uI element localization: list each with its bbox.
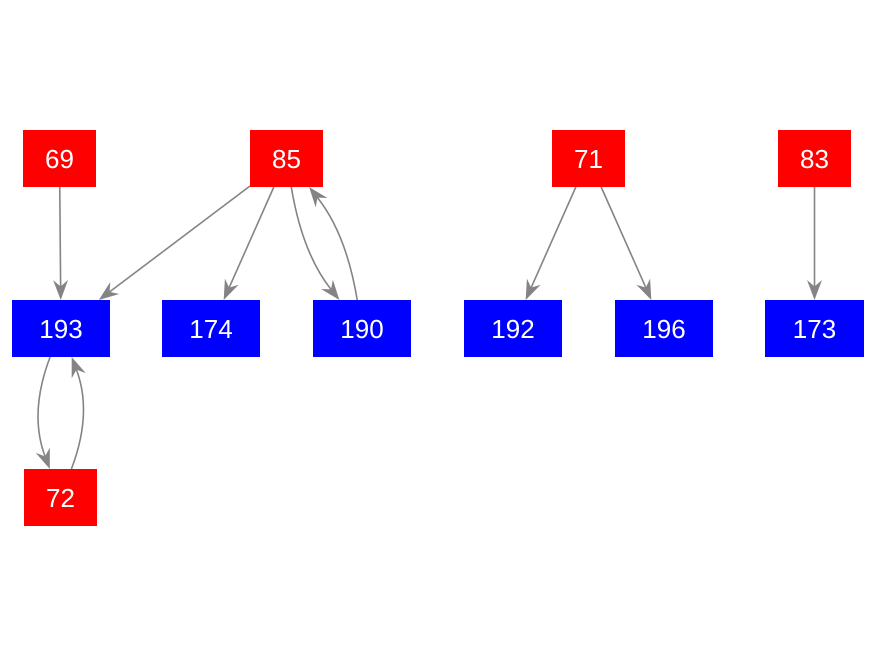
edge-190-85 — [309, 187, 359, 301]
edge-83-173 — [807, 187, 822, 300]
nodes-layer: 69 85 71 83 72 193 174 190 192 196 173 — [12, 130, 864, 526]
edge-line — [109, 185, 251, 293]
node-box[interactable] — [24, 469, 97, 526]
node-190[interactable]: 190 — [313, 300, 411, 357]
node-192[interactable]: 192 — [464, 300, 562, 357]
edge-85-190 — [290, 186, 340, 300]
edges-layer — [35, 185, 822, 470]
edge-69-193 — [53, 186, 69, 300]
arrowhead-icon — [636, 278, 652, 300]
edge-193-72 — [35, 356, 51, 469]
arrowhead-icon — [35, 447, 50, 469]
arrowhead-icon — [807, 280, 822, 300]
arrowhead-icon — [223, 278, 239, 300]
edge-line — [290, 186, 332, 290]
edge-85-174 — [223, 186, 275, 300]
node-box[interactable] — [765, 300, 864, 357]
edge-71-192 — [525, 186, 577, 300]
edge-line — [530, 186, 577, 288]
arrowhead-icon — [98, 281, 120, 300]
node-box[interactable] — [778, 130, 851, 187]
node-box[interactable] — [162, 300, 260, 357]
node-71[interactable]: 71 — [552, 130, 625, 187]
edge-71-196 — [600, 186, 652, 300]
node-72[interactable]: 72 — [24, 469, 97, 526]
edge-85-193 — [98, 185, 251, 300]
node-box[interactable] — [313, 300, 411, 357]
arrowhead-icon — [309, 187, 328, 208]
node-83[interactable]: 83 — [778, 130, 851, 187]
node-box[interactable] — [250, 130, 323, 187]
node-174[interactable]: 174 — [162, 300, 260, 357]
node-box[interactable] — [23, 130, 96, 187]
arrowhead-icon — [53, 279, 69, 300]
node-box[interactable] — [12, 300, 110, 357]
node-box[interactable] — [552, 130, 625, 187]
arrowhead-icon — [525, 278, 541, 300]
node-box[interactable] — [615, 300, 713, 357]
node-173[interactable]: 173 — [765, 300, 864, 357]
node-196[interactable]: 196 — [615, 300, 713, 357]
edge-line — [228, 186, 275, 288]
edge-line — [70, 369, 85, 470]
node-85[interactable]: 85 — [250, 130, 323, 187]
node-box[interactable] — [464, 300, 562, 357]
edge-line — [600, 186, 647, 288]
edge-72-193 — [70, 357, 86, 470]
edge-line — [58, 186, 62, 287]
arrowhead-icon — [321, 279, 340, 300]
node-193[interactable]: 193 — [12, 300, 110, 357]
edge-line — [316, 197, 359, 301]
edge-line — [37, 356, 51, 457]
arrowhead-icon — [71, 357, 86, 379]
node-69[interactable]: 69 — [23, 130, 96, 187]
